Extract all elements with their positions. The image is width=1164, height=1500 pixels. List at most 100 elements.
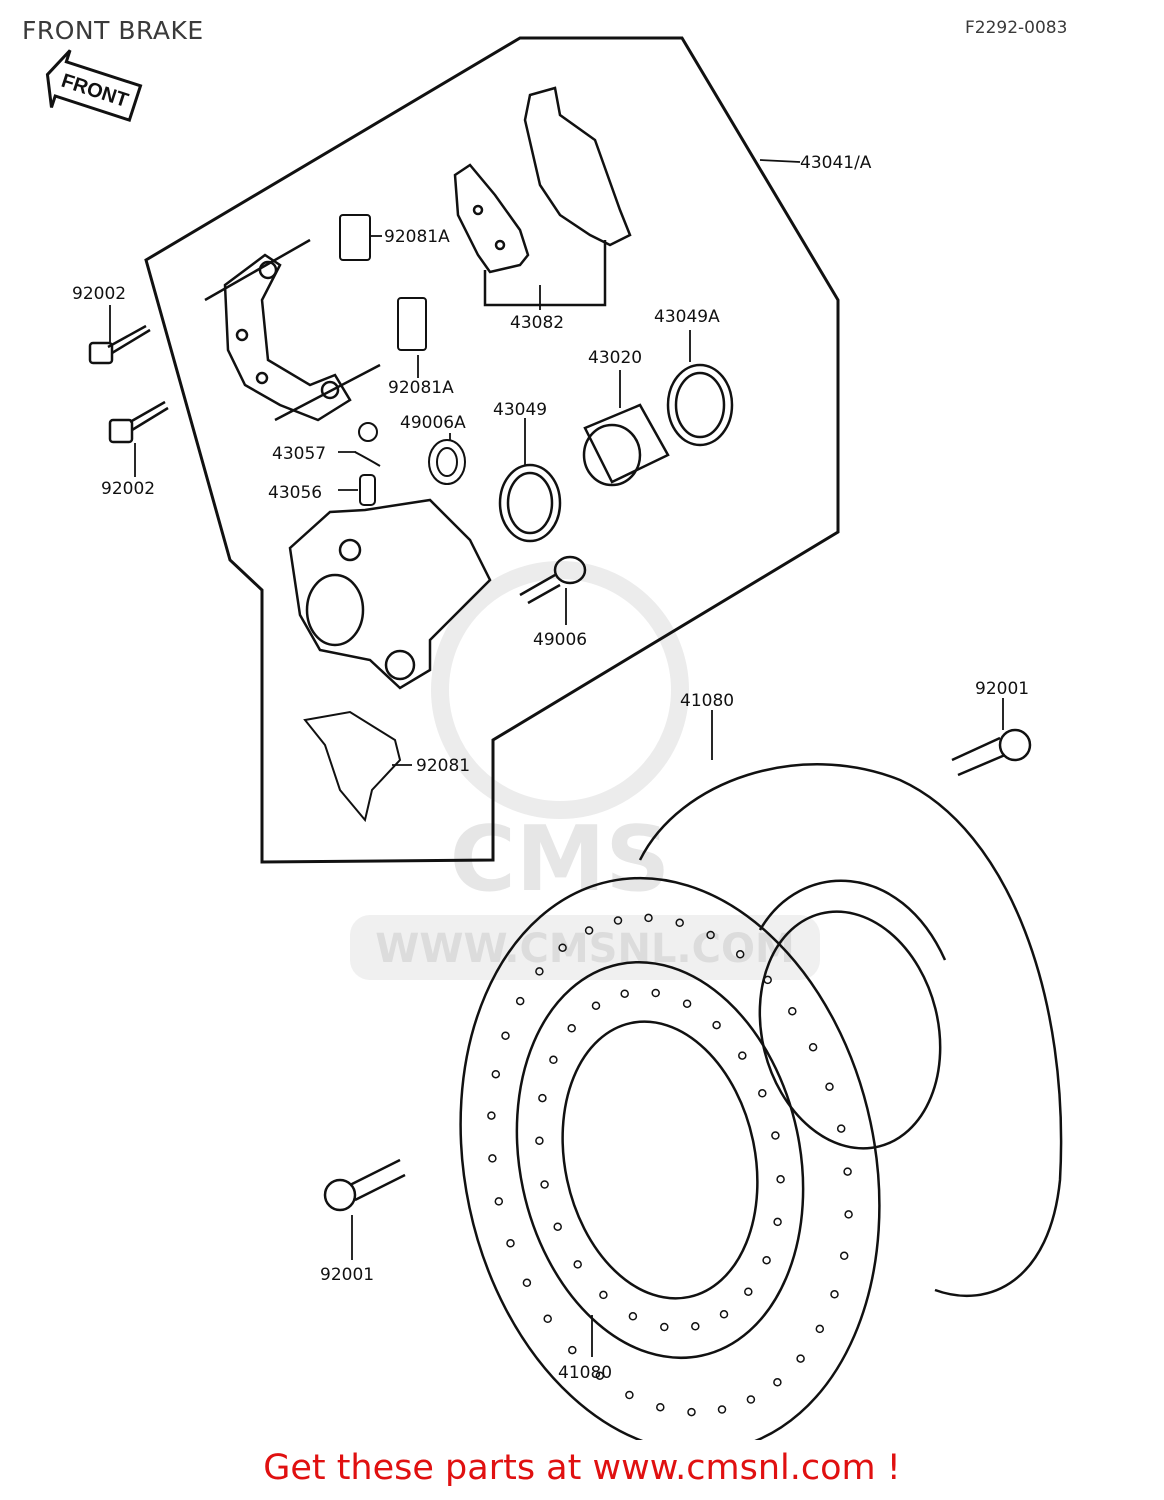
disc-hole	[762, 1255, 771, 1265]
label-pad-clip-a-upper: 92081A	[384, 227, 450, 247]
label-boot: 49006A	[400, 413, 466, 433]
disc-hole	[815, 1324, 825, 1334]
disc-hole	[540, 1180, 549, 1189]
brake-disc-upper-icon	[638, 763, 1063, 1298]
disc-hole	[595, 1371, 605, 1380]
brake-pad-icon	[453, 86, 632, 307]
label-seal-a: 43049A	[654, 307, 720, 327]
disc-hole	[494, 1197, 504, 1206]
disc-hole	[613, 916, 623, 925]
disc-hole	[522, 1278, 532, 1288]
front-arrow-label: FRONT	[59, 70, 131, 112]
disc-hole	[712, 1020, 721, 1030]
label-disc-bolt-left: 92001	[320, 1265, 374, 1285]
disc-hole	[573, 1260, 582, 1269]
disc-hole	[553, 1222, 562, 1231]
disc-hole	[796, 1354, 805, 1363]
disc-hole	[625, 1390, 634, 1400]
piston-seal-icon	[498, 363, 734, 543]
pin-bolt-icon	[519, 555, 587, 605]
disc-hole	[675, 918, 684, 928]
label-spring-clip: 92081	[416, 756, 470, 776]
disc-hole	[836, 1124, 846, 1133]
label-pad-set: 43082	[510, 313, 564, 333]
disc-bolt-icon	[323, 728, 1032, 1212]
disc-hole	[825, 1082, 834, 1091]
watermark: CMS WWW.CMSNL.COM	[350, 561, 820, 980]
label-piston: 43020	[588, 348, 642, 368]
disc-hole	[746, 1395, 756, 1404]
label-pad-clip-a-lower: 92081A	[388, 378, 454, 398]
leader-lines	[109, 159, 1004, 1357]
disc-hole	[844, 1210, 853, 1219]
caliper-bracket-icon	[204, 238, 381, 422]
disc-hole	[506, 1239, 515, 1248]
disc-hole	[487, 1111, 496, 1120]
disc-hole	[501, 1031, 510, 1040]
disc-hole	[549, 1055, 558, 1065]
disc-hole	[771, 1131, 780, 1140]
disc-hole	[682, 999, 692, 1008]
label-pin-bolt: 49006	[533, 630, 587, 650]
disc-hole	[568, 1345, 577, 1355]
label-bleeder: 43056	[268, 483, 322, 503]
diagram-code: F2292-0083	[965, 18, 1068, 38]
caliper-assembly-boundary	[144, 36, 840, 864]
disc-hole	[687, 1407, 696, 1417]
label-disc-bolt-right: 92001	[975, 679, 1029, 699]
disc-hole	[839, 1251, 849, 1261]
disc-hole	[584, 926, 594, 935]
disc-hole	[744, 1287, 753, 1296]
disc-hole	[735, 950, 745, 959]
disc-hole	[567, 1024, 576, 1033]
disc-hole	[763, 975, 772, 985]
diagram-title: FRONT BRAKE	[22, 16, 204, 45]
disc-hole	[706, 930, 715, 940]
disc-hole	[788, 1006, 797, 1016]
label-disc-upper: 41080	[680, 691, 734, 711]
disc-hole	[558, 943, 567, 952]
label-disc-lower: 41080	[558, 1363, 612, 1383]
disc-hole	[758, 1089, 767, 1098]
disc-hole	[776, 1175, 785, 1184]
label-seal: 43049	[493, 400, 547, 420]
watermark-url: WWW.CMSNL.COM	[375, 926, 795, 972]
disc-hole	[656, 1402, 665, 1412]
disc-hole	[660, 1322, 669, 1332]
disc-hole	[591, 1001, 601, 1010]
disc-hole	[620, 989, 629, 998]
disc-hole	[535, 967, 544, 976]
disc-hole	[538, 1093, 547, 1103]
bracket-bolt-icon	[88, 324, 169, 444]
disc-hole	[543, 1314, 552, 1324]
disc-hole	[628, 1312, 638, 1321]
disc-hole	[719, 1310, 729, 1319]
get-parts-link[interactable]: Get these parts at www.cmsnl.com !	[263, 1448, 901, 1488]
bleeder-parts-icon	[354, 422, 466, 506]
disc-hole	[808, 1042, 818, 1052]
disc-hole	[773, 1217, 782, 1227]
disc-hole	[488, 1154, 497, 1163]
disc-holes	[487, 913, 853, 1417]
label-bolt-lower: 92002	[101, 479, 155, 499]
disc-hole	[843, 1167, 852, 1176]
disc-hole	[515, 996, 525, 1006]
exploded-parts-diagram: CMS WWW.CMSNL.COM FRONT	[45, 36, 1063, 1440]
disc-hole	[644, 913, 653, 923]
label-cap: 43057	[272, 444, 326, 464]
label-bolt-upper: 92002	[72, 284, 126, 304]
label-caliper-assy: 43041/A	[800, 153, 872, 173]
disc-hole	[691, 1322, 700, 1331]
disc-hole	[535, 1136, 544, 1145]
disc-hole	[717, 1405, 727, 1414]
disc-hole	[651, 988, 660, 998]
caliper-body-icon	[288, 498, 492, 690]
disc-hole	[599, 1290, 608, 1300]
disc-hole	[738, 1051, 747, 1060]
brake-disc-lower-icon	[459, 876, 881, 1440]
front-arrow-icon: FRONT	[45, 49, 143, 122]
pad-clip-icon	[303, 214, 427, 823]
disc-hole	[773, 1378, 782, 1387]
disc-hole	[491, 1069, 501, 1079]
disc-hole	[830, 1290, 839, 1299]
